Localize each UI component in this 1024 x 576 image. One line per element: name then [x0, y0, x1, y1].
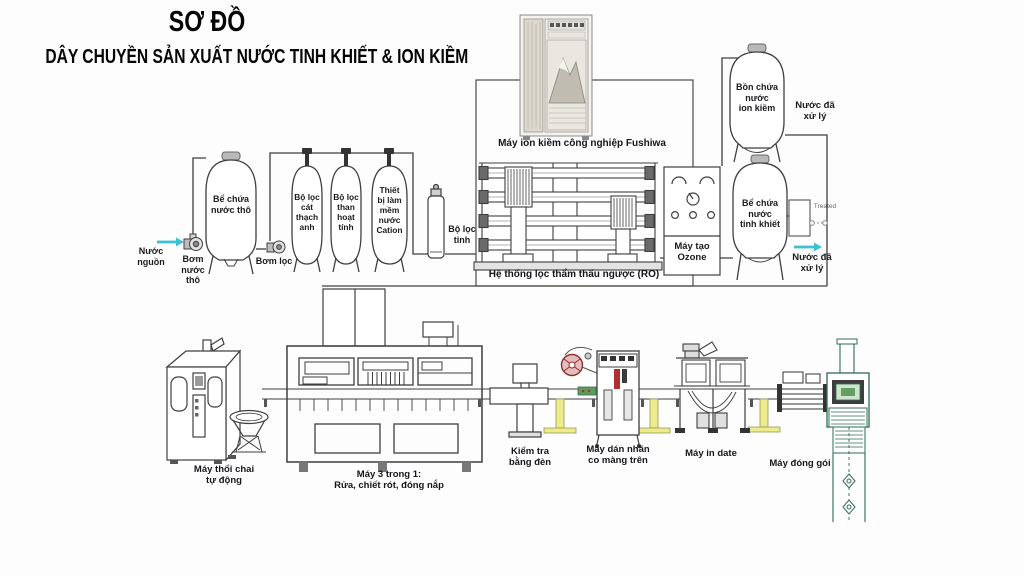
label-alkaline-ionizer: Máy ion kiềm công nghiệp Fushiwa — [498, 138, 666, 149]
label-date-printer: Máy in date — [685, 448, 737, 459]
fushiwa-cabinet — [519, 14, 593, 140]
fine-filter-column — [427, 183, 445, 259]
label-raw-water-tank: Bể chứa nước thô — [211, 194, 251, 215]
label-carbon-filter: Bộ lọc than hoạt tính — [333, 192, 359, 232]
film-reel-icon — [560, 353, 584, 377]
label-packing-machine: Máy đóng gói — [769, 458, 831, 469]
label-three-in-one: Máy 3 trong 1: Rửa, chiết rót, đóng nắp — [334, 469, 444, 492]
page-title: SƠ ĐỒ — [168, 6, 246, 38]
filter-pump-icon — [266, 240, 286, 254]
flow-arrow-icons — [157, 237, 822, 252]
ozone-generator-box — [663, 166, 721, 276]
bottle-blower — [165, 337, 269, 464]
conveyor — [262, 388, 782, 407]
date-printer — [674, 341, 750, 433]
label-treated-tag: Treated — [813, 203, 837, 210]
labeling-machine — [560, 346, 641, 448]
label-alkaline-water-tank: Bồn chứa nước ion kiềm — [735, 82, 779, 114]
alkaline-water-tank — [729, 43, 785, 163]
label-ro-system: Hệ thống lọc thẩm thấu ngược (RO) — [488, 269, 660, 280]
label-light-inspection: Kiểm tra bằng đèn — [508, 446, 552, 469]
label-filter-pump: Bơm lọc — [255, 256, 293, 266]
label-labeling-machine: Máy dán nhãn co màng trên — [586, 444, 650, 467]
label-source-water: Nước nguồn — [137, 246, 165, 267]
light-inspection-station — [489, 363, 549, 438]
conveyor-yellow-supports — [543, 398, 781, 434]
raw-water-tank — [205, 151, 257, 275]
label-cation-softener: Thiết bị làm mềm nước Cation — [376, 185, 403, 235]
label-bottle-blower: Máy thổi chai tự động — [193, 464, 255, 487]
filter-vessels — [291, 148, 408, 273]
filler-hopper — [322, 288, 459, 347]
label-pure-water-tank: Bể chứa nước tinh khiết — [740, 198, 780, 230]
label-fine-filter: Bộ lọc tinh — [448, 224, 476, 245]
three-in-one-filler — [286, 345, 483, 472]
label-quartz-filter: Bộ lọc cát thạch anh — [294, 192, 320, 232]
raw-water-pump-icon — [183, 233, 203, 251]
packing-machine — [777, 338, 870, 522]
label-raw-water-pump: Bơm nước thô — [181, 254, 205, 286]
label-treated-water-out: Nước đã xử lý — [792, 252, 832, 275]
pure-water-tank — [732, 154, 788, 281]
ro-skid — [473, 162, 663, 271]
label-treated-water-top: Nước đã xử lý — [795, 100, 835, 123]
label-ozone-generator: Máy tạo Ozone — [674, 241, 710, 264]
treated-outlet-box — [788, 199, 829, 237]
page-subtitle: DÂY CHUYỀN SẢN XUẤT NƯỚC TINH KHIẾT & IO… — [45, 46, 469, 68]
